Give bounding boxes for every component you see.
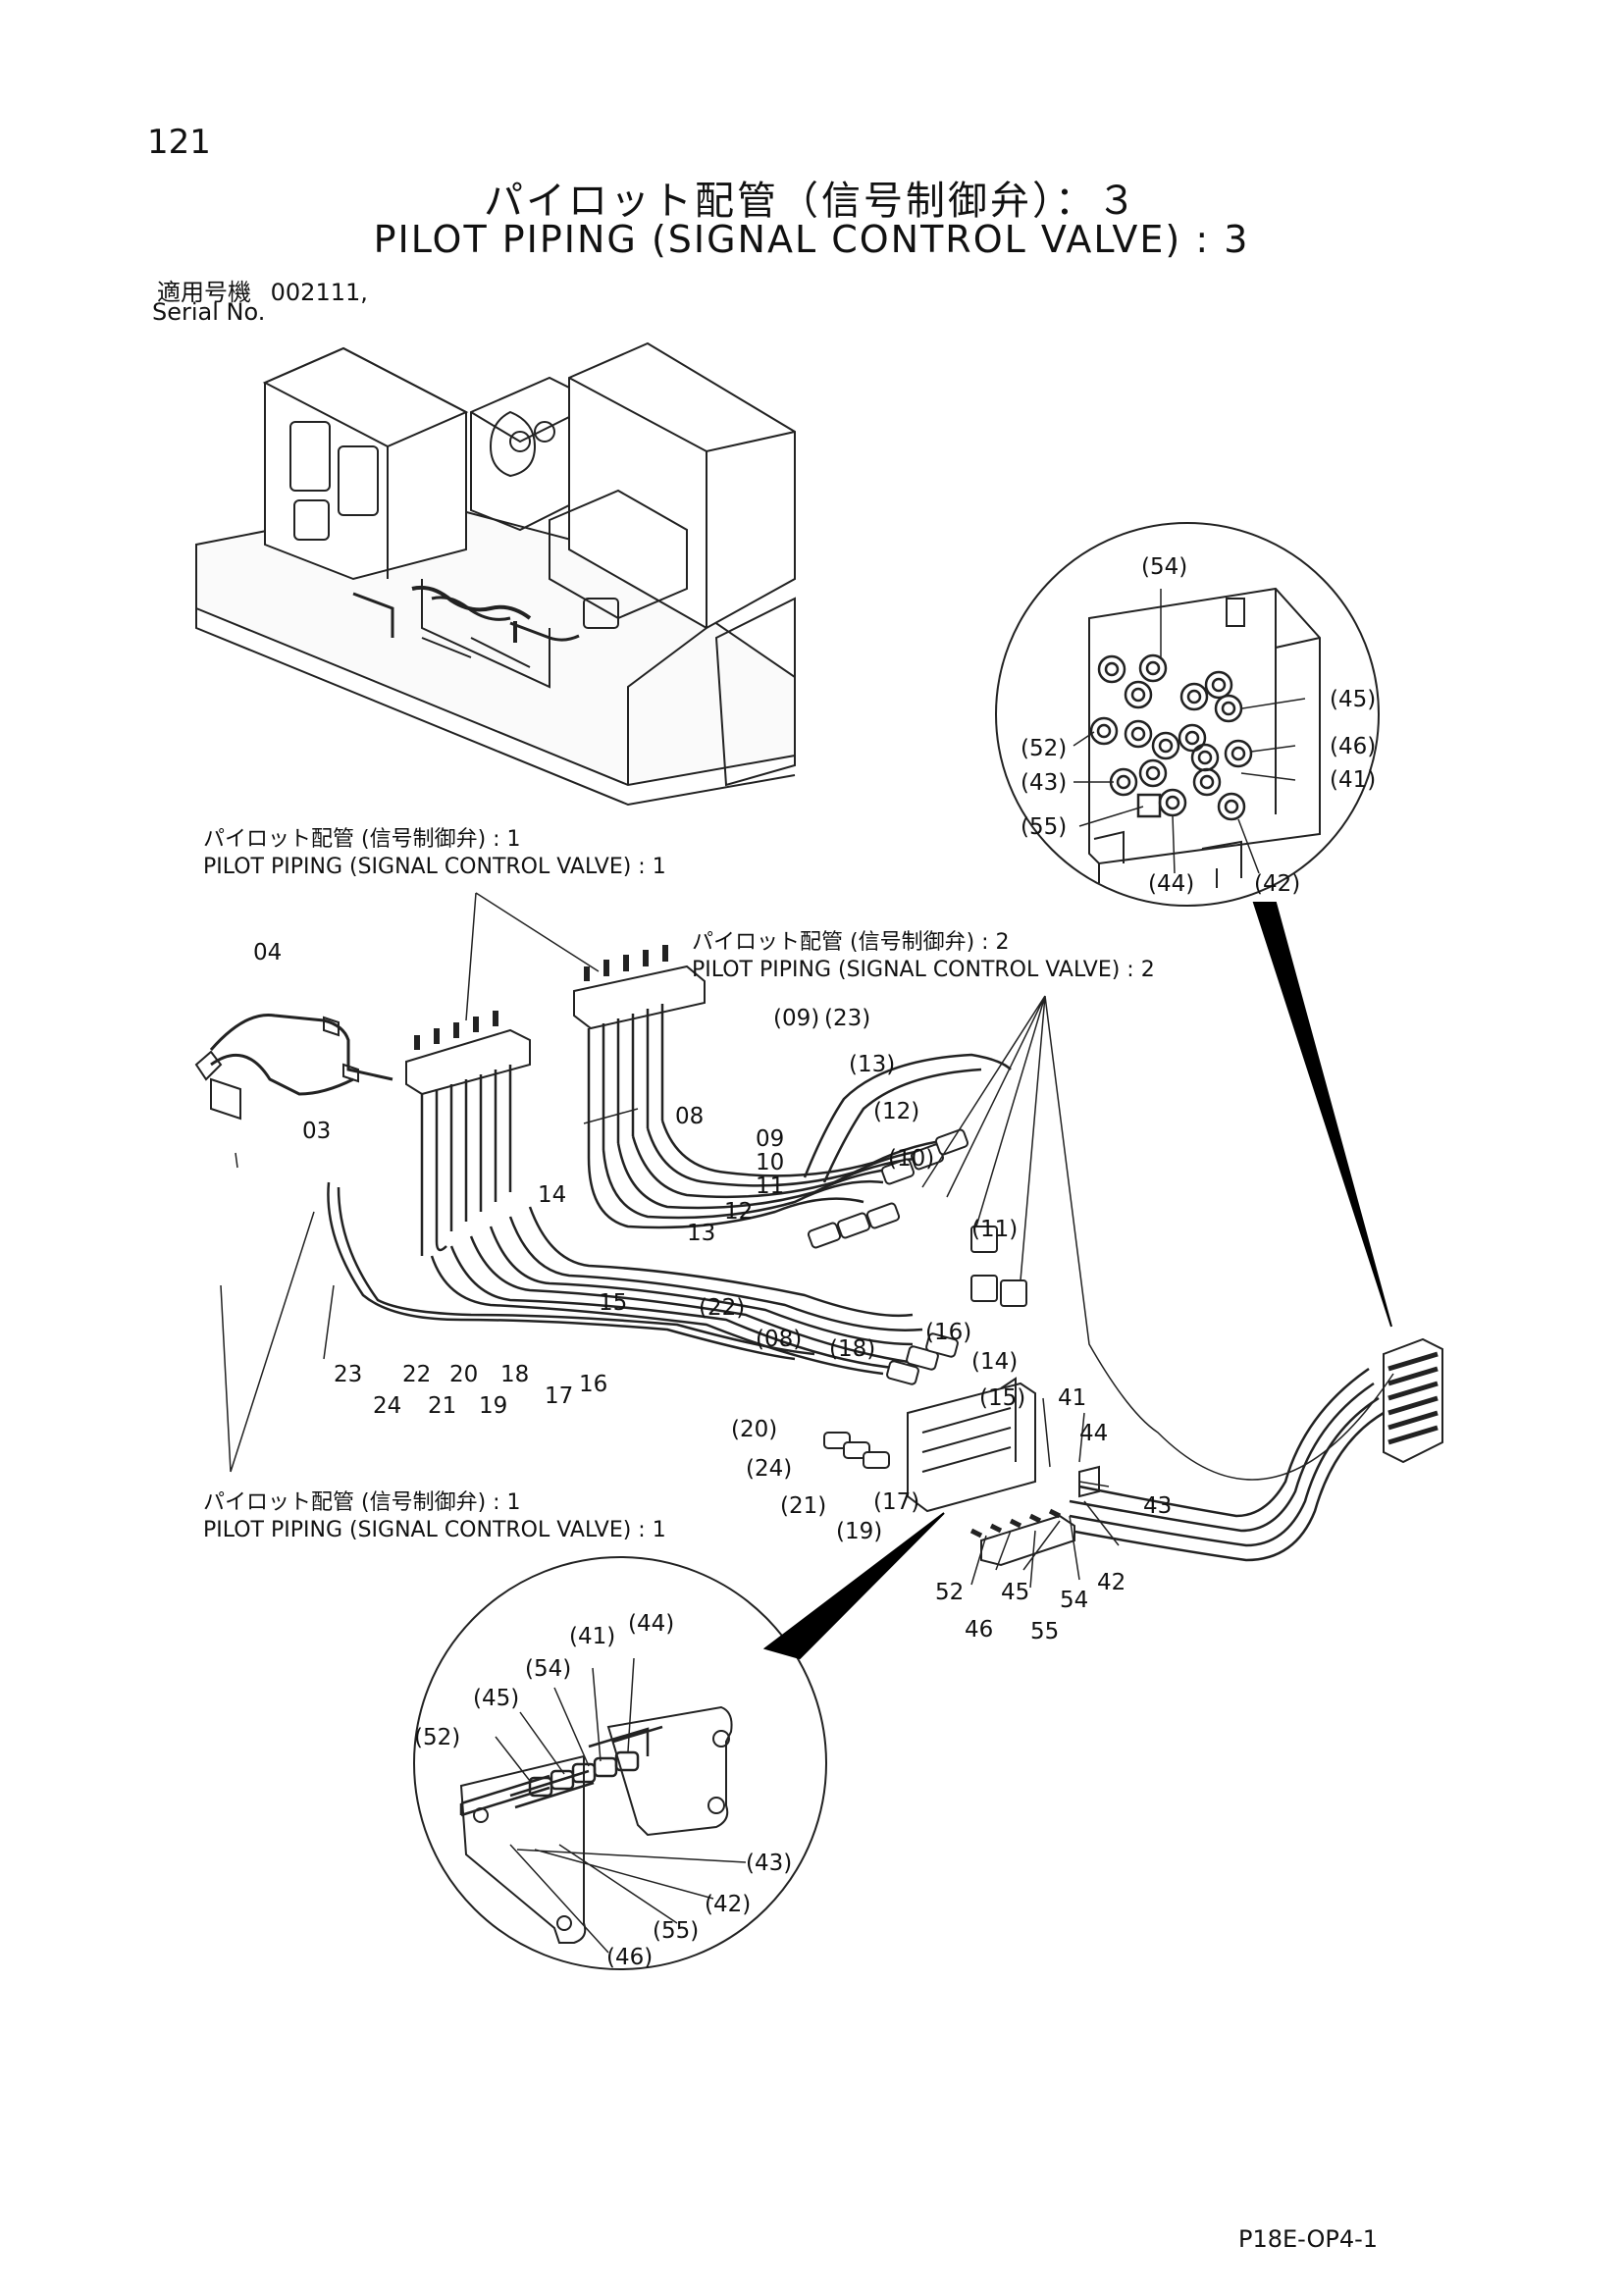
part-label: 20: [449, 1362, 479, 1387]
ref-label: (15): [979, 1385, 1026, 1411]
bottom-detail-circle: [413, 1512, 945, 1970]
part-label: 03: [302, 1119, 332, 1144]
part-label: 17: [545, 1383, 574, 1409]
page-title-en: PILOT PIPING (SIGNAL CONTROL VALVE) : 3: [373, 218, 1250, 261]
callout-jp: パイロット配管 (信号制御弁) : 2: [692, 930, 1010, 955]
bracket-label: 45: [1001, 1580, 1030, 1605]
bracket-label: 46: [965, 1617, 994, 1643]
pilot-tubing-drawing: [194, 945, 1443, 1567]
callout-jp: パイロット配管 (信号制御弁) : 1: [203, 1490, 521, 1515]
callout-piping-2: パイロット配管 (信号制御弁) : 2 PILOT PIPING (SIGNAL…: [692, 929, 1155, 984]
detail-label: (43): [746, 1851, 793, 1876]
detail-label: (55): [1021, 814, 1068, 840]
detail-label: (45): [473, 1686, 520, 1711]
part-label: 11: [756, 1174, 785, 1199]
bracket-label: 41: [1058, 1385, 1087, 1411]
detail-label: (52): [414, 1725, 461, 1750]
part-label: 18: [500, 1362, 530, 1387]
ref-label: (12): [873, 1099, 920, 1124]
detail-label: (46): [1330, 734, 1377, 759]
part-label: 10: [756, 1150, 785, 1175]
part-label: 23: [334, 1362, 363, 1387]
part-label: 16: [579, 1372, 608, 1397]
callout-piping-1-bottom: パイロット配管 (信号制御弁) : 1 PILOT PIPING (SIGNAL…: [203, 1489, 666, 1544]
bracket-label: 43: [1143, 1493, 1173, 1519]
part-label: 13: [687, 1221, 716, 1246]
ref-label: (21): [780, 1493, 827, 1519]
bracket-label: 52: [935, 1580, 965, 1605]
detail-label: (41): [569, 1624, 616, 1649]
serial-label-jp: 適用号機 002111,: [157, 273, 368, 307]
detail-label: (46): [606, 1945, 654, 1970]
bracket-label: 55: [1030, 1619, 1060, 1644]
detail-label: (41): [1330, 767, 1377, 793]
part-label: 09: [756, 1126, 785, 1152]
detail-label: (42): [705, 1892, 752, 1917]
ref-label: (10): [888, 1146, 935, 1172]
serial-number: 002111,: [270, 279, 368, 306]
part-label: 04: [253, 940, 283, 965]
part-label: 15: [599, 1290, 628, 1316]
detail-label: (55): [653, 1918, 700, 1944]
ref-label: (20): [731, 1417, 778, 1442]
detail-label: (52): [1021, 736, 1068, 761]
part-label: 24: [373, 1393, 402, 1419]
ref-label: (23): [824, 1006, 871, 1031]
top-detail-circle: [995, 522, 1392, 1328]
bracket-label: 54: [1060, 1588, 1089, 1613]
detail-label: (44): [628, 1611, 675, 1637]
bracket-label: 44: [1079, 1421, 1109, 1446]
part-label: 22: [402, 1362, 432, 1387]
page-title-jp: パイロット配管（信号制御弁）：３: [484, 179, 1139, 224]
callout-jp: パイロット配管 (信号制御弁) : 1: [203, 827, 521, 852]
leader-lines: [220, 892, 1394, 1589]
ref-label: (22): [699, 1295, 746, 1321]
part-label: 19: [479, 1393, 508, 1419]
ref-label: (24): [746, 1456, 793, 1482]
ref-label: (08): [756, 1327, 803, 1352]
ref-label: (18): [829, 1336, 876, 1362]
ref-label: (17): [873, 1489, 920, 1515]
part-label: 14: [538, 1182, 567, 1208]
ref-label: (09): [773, 1006, 820, 1031]
ref-label: (11): [971, 1217, 1019, 1242]
detail-label: (45): [1330, 687, 1377, 712]
part-label: 08: [675, 1104, 705, 1129]
ref-label: (13): [849, 1052, 896, 1077]
serial-label-jp-text: 適用号機: [157, 279, 251, 306]
machine-body-drawing: [195, 341, 796, 807]
bracket-label: 42: [1097, 1570, 1126, 1595]
callout-en: PILOT PIPING (SIGNAL CONTROL VALVE) : 1: [203, 1518, 666, 1542]
ref-label: (19): [836, 1519, 883, 1544]
callout-en: PILOT PIPING (SIGNAL CONTROL VALVE) : 2: [692, 958, 1155, 982]
callout-en: PILOT PIPING (SIGNAL CONTROL VALVE) : 1: [203, 855, 666, 879]
detail-label: (44): [1148, 871, 1195, 897]
footer-code: P18E-OP4-1: [1238, 2225, 1379, 2253]
page-number: 121: [147, 123, 211, 162]
part-label: 12: [724, 1199, 754, 1225]
ref-label: (16): [925, 1320, 972, 1345]
part-label: 21: [428, 1393, 457, 1419]
detail-label: (42): [1254, 871, 1301, 897]
detail-label: (54): [525, 1656, 572, 1682]
detail-label: (54): [1141, 554, 1188, 580]
callout-piping-1-top: パイロット配管 (信号制御弁) : 1 PILOT PIPING (SIGNAL…: [203, 826, 666, 881]
ref-label: (14): [971, 1349, 1019, 1375]
serial-label-en: Serial No.: [152, 298, 266, 326]
detail-label: (43): [1021, 770, 1068, 796]
